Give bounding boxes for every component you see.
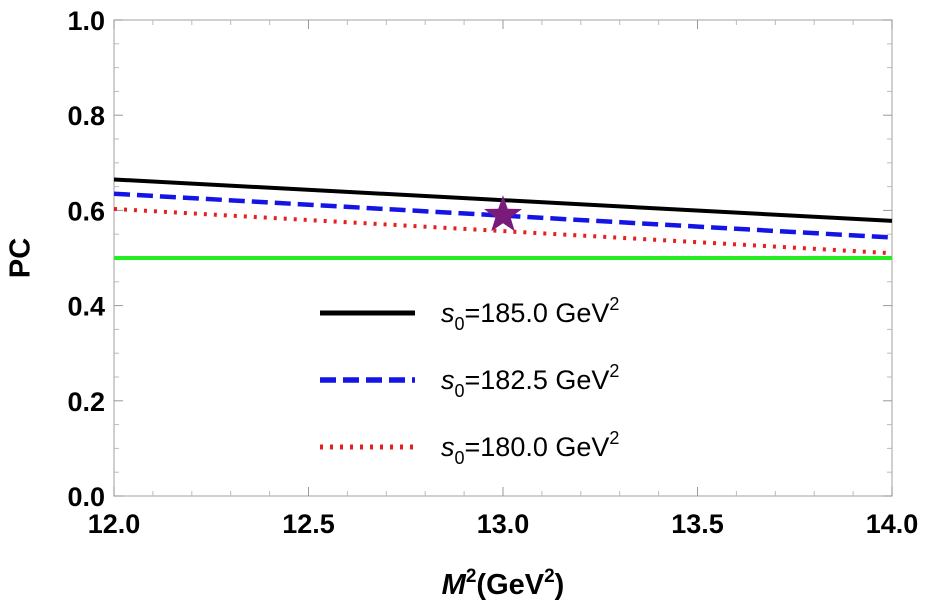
y-tick-label: 0.8 xyxy=(67,101,105,131)
series-layer xyxy=(113,177,893,260)
x-tick-label: 13.0 xyxy=(477,509,530,539)
x-axis-title: M2(GeV2) xyxy=(442,566,565,601)
ticks: 12.0 12.5 13.0 13.5 14.0 0.0 0.2 0.4 0.6 0.8 1.0 xyxy=(67,6,918,539)
legend-label-2: s0=182.5 GeV2 xyxy=(441,361,619,401)
series-line-2 xyxy=(113,191,893,240)
y-tick-label: 0.0 xyxy=(67,482,105,512)
x-tick-label: 14.0 xyxy=(866,509,919,539)
legend-label-1: s0=185.0 GeV2 xyxy=(441,294,619,334)
y-tick-label: 0.4 xyxy=(67,292,105,322)
x-axis-title-sup: 2 xyxy=(466,566,477,587)
x-tick-label: 13.5 xyxy=(671,509,724,539)
star-marker xyxy=(484,195,522,232)
y-tick-label: 0.2 xyxy=(67,387,105,417)
y-tick-label: 1.0 xyxy=(67,6,105,36)
y-axis-title: PC xyxy=(5,238,37,278)
x-tick-label: 12.5 xyxy=(282,509,335,539)
x-tick-label: 12.0 xyxy=(88,509,141,539)
x-axis-title-symbol: M xyxy=(442,569,467,601)
x-axis-title-unit-sup: 2 xyxy=(544,566,555,587)
legend: s0=185.0 GeV2 s0=182.5 GeV2 s0=180.0 GeV2 xyxy=(320,294,619,468)
x-axis-title-unit: (GeV xyxy=(476,569,544,601)
y-tick-label: 0.6 xyxy=(67,196,105,226)
legend-label-3: s0=180.0 GeV2 xyxy=(441,428,619,468)
x-axis-title-close: ) xyxy=(555,569,565,601)
